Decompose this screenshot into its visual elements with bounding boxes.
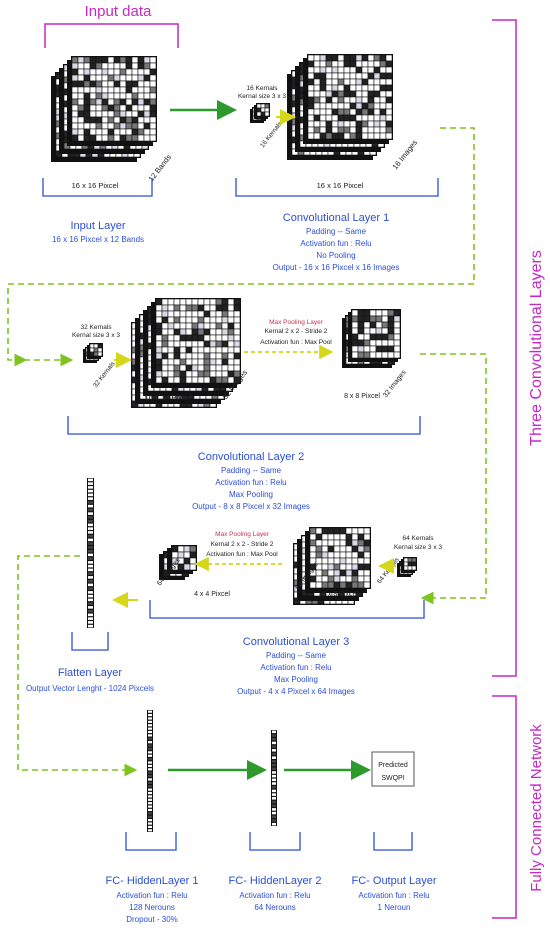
fc1-bracket (125, 832, 177, 851)
maxpool2-act: Activation fun : Max Pool (206, 551, 278, 558)
maxpool2-title: Max Pooling Layer (215, 531, 270, 538)
fc1-line3: Dropout - 30% (126, 915, 178, 924)
predicted-line1: Predicted (378, 762, 408, 769)
kernel16-size: Kernal size 3 x 3 (238, 93, 286, 100)
conv2-line2: Activation fun : Relu (215, 478, 286, 487)
conv1-bracket (235, 178, 439, 197)
conv2-line4: Output - 8 x 8 Pixcel x 32 Images (192, 502, 310, 511)
input-data-stack (51, 56, 157, 162)
conv1-output-stack (287, 54, 393, 160)
kernel64-title: 64 Kernals (402, 535, 434, 542)
maxpool1-title: Max Pooling Layer (269, 319, 324, 326)
conv2-output-stack (131, 298, 241, 408)
dashed-link-flatten-to-fc1 (17, 555, 138, 777)
pooled3-dims-label: 4 x 4 Pixcel (194, 591, 230, 598)
flatten-vector (87, 478, 94, 628)
fc1-neurons (147, 710, 153, 832)
three-conv-label: Three Convolutional Layers (528, 250, 545, 446)
input-dims-label: 16 x 16 Pixcel (72, 181, 119, 190)
predicted-line2: SWQPI (381, 775, 404, 782)
input-layer-title: Input Layer (70, 220, 125, 232)
kernel32-size: Kernal size 3 x 3 (72, 332, 120, 339)
fc1-line1: Activation fun : Relu (116, 891, 187, 900)
kernel16-title: 16 Kernals (246, 85, 278, 92)
fc2-bracket (249, 832, 301, 851)
predicted-box (371, 751, 415, 787)
kernel16-stack (250, 103, 270, 123)
conv3-output-stack (293, 527, 371, 605)
kernel16-count-label: 16 Kernals (259, 120, 284, 149)
input-layer-bracket (42, 178, 153, 197)
conv3-line1: Padding -- Same (266, 651, 327, 660)
conv3-main-dims-label: 8 x 8 Pixcel (322, 591, 358, 598)
feature-map-stacks (51, 54, 417, 832)
input-data-label: Input data (85, 3, 152, 20)
input-layer-line1: 16 x 16 Pixcel x 12 Bands (52, 235, 144, 244)
fully-connected-bracket (492, 695, 517, 919)
fc1-title: FC- HiddenLayer 1 (106, 875, 199, 887)
conv1-line4: Output - 16 x 16 Pixcel x 16 Images (273, 263, 400, 272)
dashed-link-conv2-to-conv3 (420, 353, 487, 605)
fc2-neurons (271, 730, 277, 826)
conv2-line3: Max Pooling (229, 490, 273, 499)
output-bracket (373, 832, 413, 851)
fc-output-title: FC- Output Layer (352, 875, 437, 887)
fc1-line2: 128 Nerouns (129, 903, 175, 912)
kernel32-title: 32 Kernals (80, 324, 112, 331)
conv2-main-dims-label: 16 x 16 Pixcel (145, 393, 192, 402)
conv1-out-dims-label: 16 x 16 Pixcel (317, 181, 364, 190)
fc2-line2: 64 Nerouns (254, 903, 295, 912)
conv1-line3: No Pooling (316, 251, 355, 260)
conv3-line2: Activation fun : Relu (260, 663, 331, 672)
conv3-title: Convolutional Layer 3 (243, 636, 349, 648)
kernel32-stack (83, 343, 103, 363)
kernel64-stack (397, 557, 417, 577)
kernel32-count-label: 32 Kernals (92, 360, 117, 389)
maxpool1-act: Activation fun : Max Pool (260, 339, 332, 346)
pooled3-stack (159, 545, 197, 580)
pooled2-images-label: 32 Images (382, 369, 408, 399)
kernel64-size: Kernal size 3 x 3 (394, 544, 442, 551)
conv2-bracket (67, 416, 421, 435)
maxpool1-kernel: Kernal 2 x 2 - Stride 2 (265, 328, 328, 335)
flatten-title: Flatten Layer (58, 667, 123, 679)
fc-output-line2: 1 Neroun (378, 903, 411, 912)
flatten-line1: Output Vector Lenght - 1024 Pixcels (26, 684, 154, 693)
conv2-title: Convolutional Layer 2 (198, 451, 304, 463)
fc-output-line1: Activation fun : Relu (358, 891, 429, 900)
three-conv-bracket (492, 19, 517, 677)
dashed-link-conv1-to-conv2 (7, 127, 475, 367)
fully-connected-label: Fully Connected Network (528, 724, 545, 892)
conv3-line4: Output - 4 x 4 Pixcel x 64 Images (237, 687, 355, 696)
conv1-title: Convolutional Layer 1 (283, 212, 389, 224)
conv1-line2: Activation fun : Relu (300, 239, 371, 248)
fc2-line1: Activation fun : Relu (239, 891, 310, 900)
input-data-bracket (44, 23, 179, 48)
flatten-bracket (71, 632, 109, 651)
conv2-line1: Padding -- Same (221, 466, 282, 475)
conv3-bracket (149, 600, 425, 619)
conv1-out-images-label: 16 Images (390, 138, 419, 171)
pooled2-dims-label: 8 x 8 Pixcel (344, 393, 380, 400)
maxpool2-kernel: Kernal 2 x 2 - Stride 2 (211, 541, 274, 548)
conv1-line1: Padding -- Same (306, 227, 367, 236)
conv3-line3: Max Pooling (274, 675, 318, 684)
fc2-title: FC- HiddenLayer 2 (229, 875, 322, 887)
pooled2-stack (342, 309, 401, 368)
input-bands-label: 12 Bands (146, 153, 173, 184)
